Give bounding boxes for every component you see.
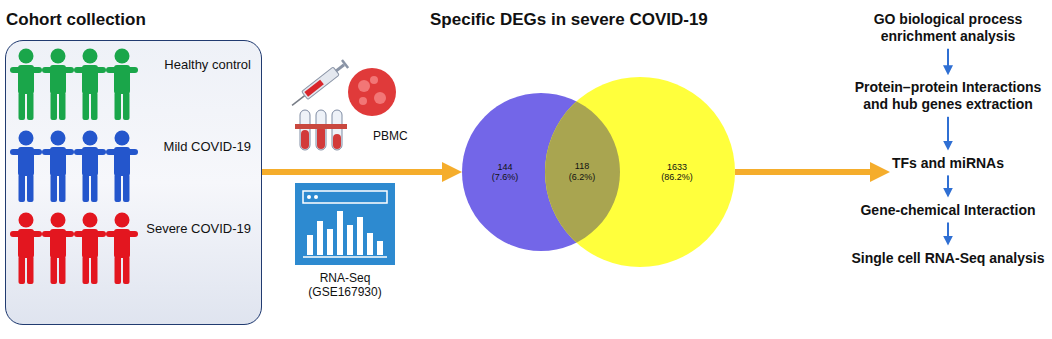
blood-drop-icon-part (348, 68, 396, 116)
severe-people-icon-part (106, 213, 138, 285)
step-arrow (947, 117, 949, 145)
healthy-people-icon-part (42, 49, 74, 121)
syringe-icon-part (335, 64, 345, 73)
healthy-people-icon-part (106, 49, 138, 121)
rna-seq-icon-part (295, 183, 395, 265)
venn-count: 144 (7.6%) (492, 162, 519, 183)
rna-seq-icon-part (307, 195, 311, 199)
rna-seq-icon-part (317, 221, 323, 255)
analysis-step: Protein–protein Interactions and hub gen… (848, 75, 1048, 117)
step-text: TFs and miRNAs (892, 155, 1004, 172)
blood-drop-icon-part (370, 76, 378, 84)
rna-seq-icon-part (303, 191, 387, 203)
healthy-people-icon-part (74, 49, 106, 121)
venn-count: 1633 (86.2%) (661, 162, 693, 183)
rna-seq-icon-part (367, 233, 373, 255)
rna-seq-icon (295, 183, 395, 265)
step-text: Gene-chemical Interaction (860, 202, 1035, 219)
mild-people-icon-part (42, 131, 74, 203)
test-tube-icon-part (316, 110, 326, 150)
section-heading: Cohort collection (6, 10, 146, 30)
section-heading: Specific DEGs in severe COVID-19 (430, 10, 708, 30)
syringe-icon-part (292, 96, 305, 106)
blood-drop-icon (348, 68, 396, 116)
step-text: GO biological process enrichment analysi… (850, 11, 1046, 45)
analysis-step: Single cell RNA-Seq analysis (850, 246, 1047, 271)
dataset-label: RNA-Seq (GSE167930) (308, 271, 381, 300)
blood-drop-icon-part (358, 80, 370, 92)
syringe-icon-part (341, 59, 349, 68)
syringe-icon-part (304, 80, 323, 97)
test-tube-icon-part (301, 130, 309, 149)
severe-people-icon-part (42, 213, 74, 285)
circle-fill (462, 93, 620, 251)
group-label: Healthy control (164, 57, 251, 73)
cohort-box: Cohort collectionHealthy controlMild COV… (5, 40, 262, 325)
rna-seq-icon-part (337, 211, 343, 255)
blood-drop-icon-part (359, 97, 367, 105)
syringe-icon-part (302, 67, 340, 100)
test-tube-icon (295, 110, 347, 150)
mild-people-icon-part (106, 131, 138, 203)
healthy-people-icon (10, 49, 138, 121)
severe-people-icon-part (10, 213, 42, 285)
rna-seq-icon-part (307, 235, 313, 255)
blood-drop-icon-part (374, 92, 386, 104)
group-label: Mild COVID-19 (164, 139, 251, 155)
rna-seq-icon-part (347, 225, 353, 255)
test-tube-icon-part (333, 134, 341, 149)
rna-seq-icon-part (327, 229, 333, 255)
mild-people-icon (10, 131, 138, 203)
analysis-step: TFs and miRNAs (890, 151, 1006, 176)
step-text: Single cell RNA-Seq analysis (852, 250, 1045, 267)
step-arrow (947, 49, 949, 69)
step-text: Protein–protein Interactions and hub gen… (850, 79, 1046, 113)
syringe-icon (289, 59, 349, 109)
rna-seq-icon-part (377, 241, 383, 255)
mild-people-icon-part (74, 131, 106, 203)
test-tube-icon-part (300, 110, 310, 150)
test-tube-icon-part (295, 124, 347, 129)
sample-label: PBMC (373, 129, 408, 143)
rna-seq-icon-part (357, 217, 363, 255)
severe-people-icon-part (74, 213, 106, 285)
rna-seq-icon-part (314, 195, 318, 199)
flow-arrow (735, 169, 878, 175)
overlap-fill (462, 93, 620, 251)
mild-people-icon-part (10, 131, 42, 203)
severe-people-icon (10, 213, 138, 285)
step-arrow (947, 222, 949, 239)
cohort-panel-fill (5, 40, 262, 325)
venn-count: 118 (6.2%) (569, 161, 596, 183)
group-label: Severe COVID-19 (146, 221, 251, 237)
flow-arrow (262, 169, 450, 175)
healthy-people-icon-part (10, 49, 42, 121)
test-tube-icon-part (317, 126, 325, 149)
step-arrow (947, 175, 949, 191)
analysis-step: Gene-chemical Interaction (858, 198, 1037, 223)
rna-seq-icon-part (303, 256, 387, 258)
test-tube-icon-part (332, 110, 342, 150)
analysis-step: GO biological process enrichment analysi… (848, 7, 1048, 49)
